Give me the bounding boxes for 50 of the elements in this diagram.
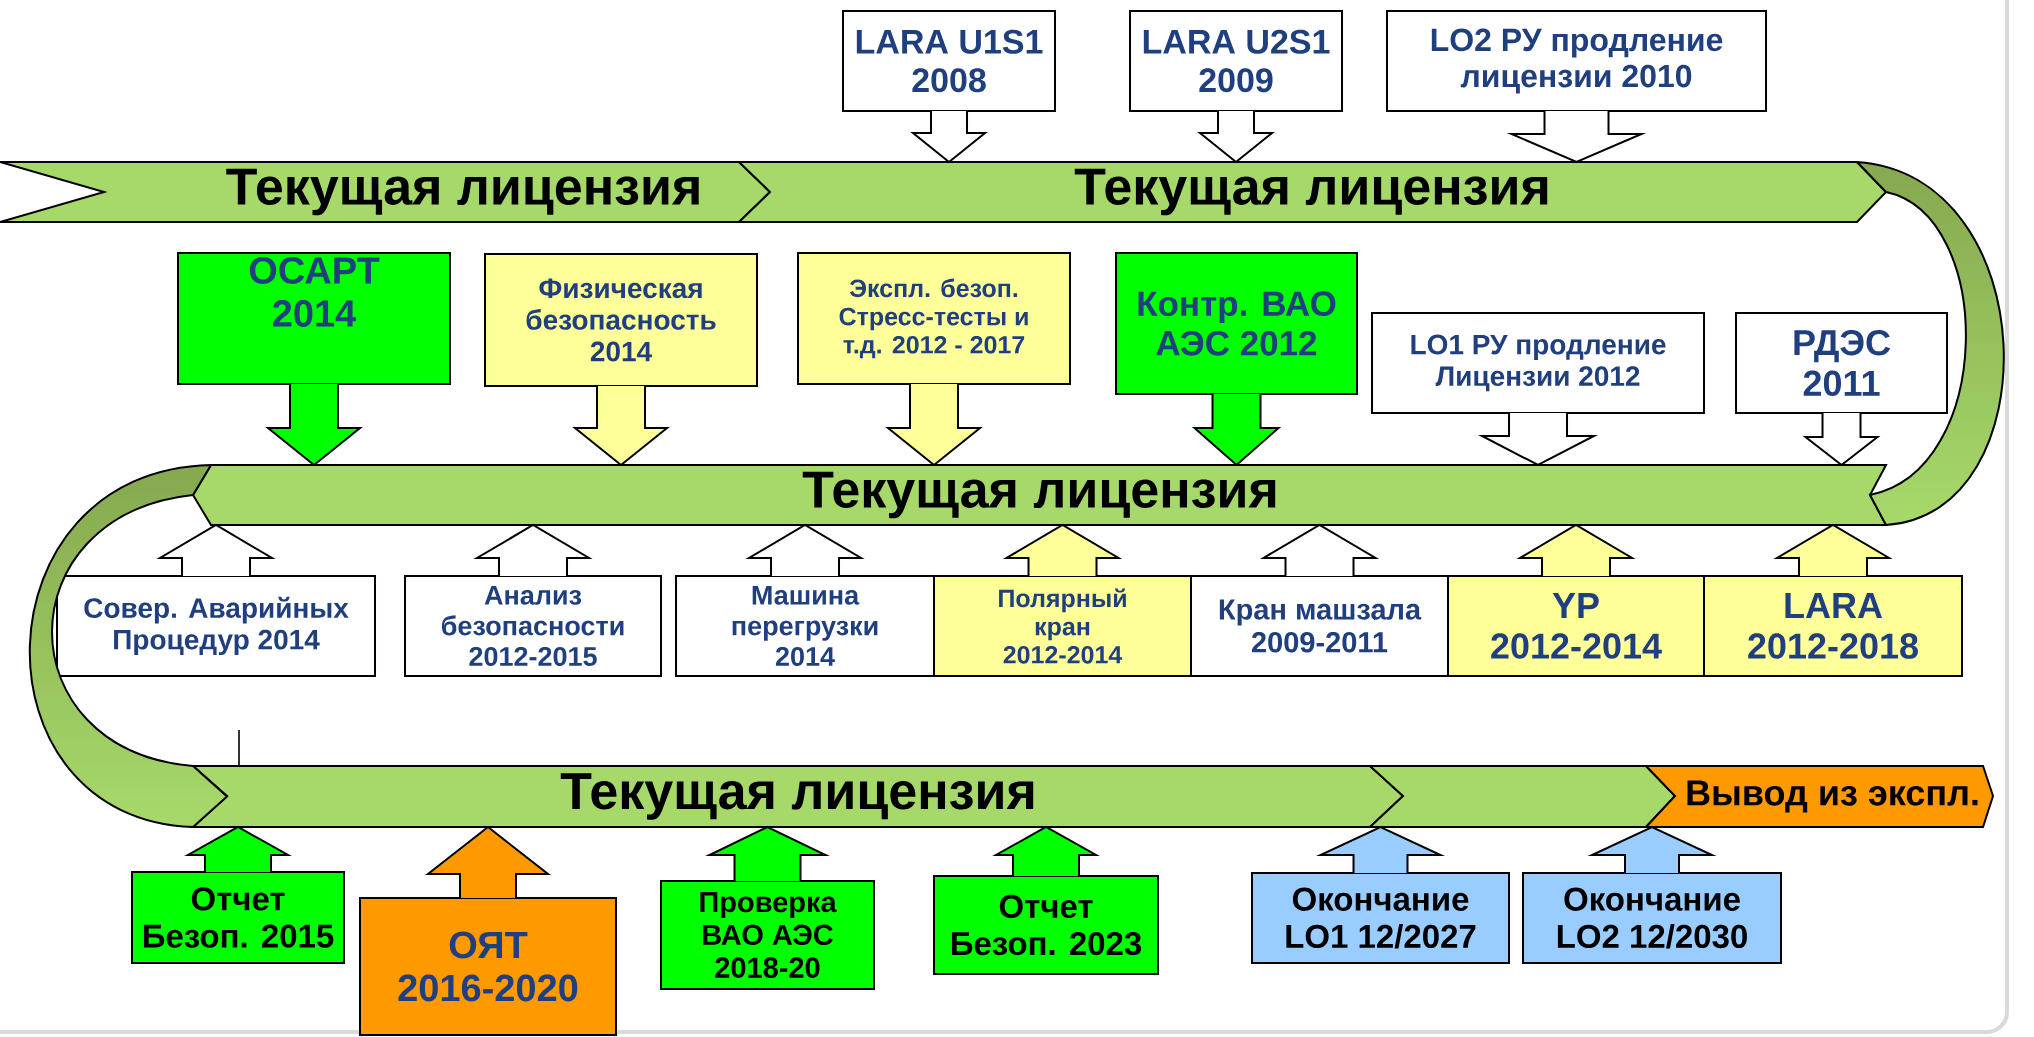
callout-box: ОСАРТ 2014 [177,252,451,385]
block-arrow [1197,110,1275,164]
block-arrow [1506,110,1647,164]
callout-box: Окончание LO1 12/2027 [1251,872,1510,964]
block-arrow [885,383,983,467]
block-arrow [1773,523,1893,577]
block-arrow [1477,412,1599,467]
ribbon-curve [1856,161,2005,526]
block-arrow [265,383,363,467]
callout-box: LARA U1S1 2008 [842,10,1056,112]
block-arrow [1587,825,1717,874]
timeline-band: Текущая лицензия [0,161,772,223]
block-arrow [473,523,593,577]
block-arrow [156,523,276,577]
callout-box: Машина перегрузки 2014 [675,575,935,677]
callout-box: LO2 РУ продление лицензии 2010 [1386,10,1767,112]
callout-box: Совер. Аварийных Процедур 2014 [56,575,376,677]
callout-box: РДЭС 2011 [1735,312,1948,414]
block-arrow [992,825,1100,877]
timeline-band: Вывод из экспл. [1643,765,1995,828]
callout-box: ОЯТ 2016-2020 [359,897,617,1036]
block-arrow [1191,393,1282,467]
callout-box: Полярный кран 2012-2014 [933,575,1192,677]
callout-box: Анализ безопасности 2012-2015 [404,575,662,677]
block-arrow [1316,825,1446,874]
block-arrow [1002,523,1123,577]
callout-box: Проверка ВАО АЭС 2018-20 [660,880,875,990]
callout-box: LO1 РУ продление Лицензии 2012 [1371,312,1705,414]
block-arrow [705,825,830,882]
callout-box: LARA 2012-2018 [1703,575,1963,677]
block-arrow [572,385,670,467]
block-arrow [1259,523,1380,577]
block-arrow [1802,412,1881,467]
callout-box: LARA U2S1 2009 [1129,10,1343,112]
callout-box: Окончание LO2 12/2030 [1522,872,1782,964]
block-arrow [425,825,551,899]
callout-box: Контр. ВАО АЭС 2012 [1115,252,1358,395]
block-arrow [1516,523,1636,577]
timeline-band: Текущая лицензия [736,161,1888,223]
ribbon-curve [28,464,228,828]
callout-box: Физическая безопасность 2014 [484,253,758,387]
block-arrow [910,110,988,164]
timeline-band: Текущая лицензия [190,765,1405,828]
callout-box: Отчет Безоп. 2015 [131,871,345,964]
callout-box: Экспл. безоп. Стресс-тесты и т.д. 2012 - 2017 [797,252,1071,385]
callout-box: YP 2012-2014 [1447,575,1705,677]
block-arrow [184,825,292,873]
block-arrow [745,523,865,577]
callout-box: Отчет Безоп. 2023 [933,875,1159,975]
callout-box: Кран машзала 2009-2011 [1190,575,1449,677]
